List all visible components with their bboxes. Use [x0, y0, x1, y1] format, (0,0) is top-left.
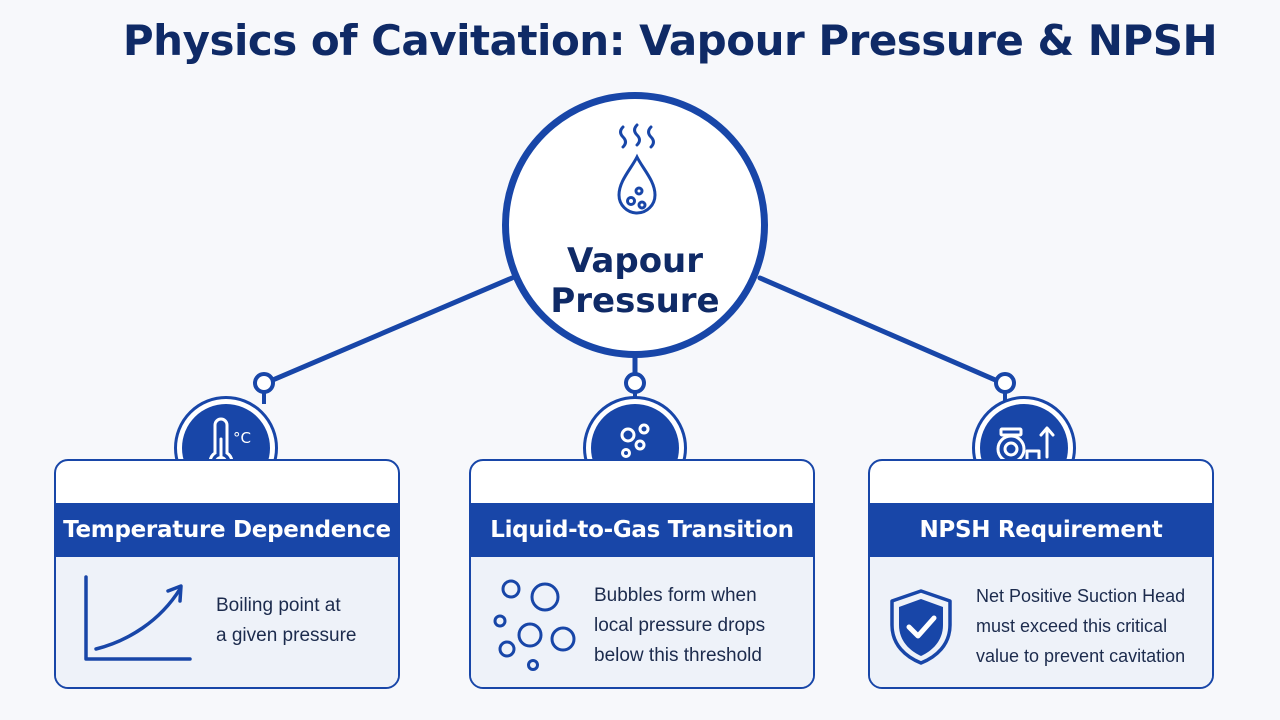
- rising-curve-graph-icon: [80, 571, 196, 671]
- hub-label-line2: Pressure: [550, 281, 720, 321]
- bubbles-icon: [483, 573, 583, 677]
- card-text-line: local pressure drops: [594, 615, 766, 636]
- connector-node-center: [624, 372, 646, 394]
- card-title: Liquid-to-Gas Transition: [471, 503, 813, 557]
- connector-node-right: [994, 372, 1016, 394]
- card-text-line: must exceed this critical: [976, 616, 1168, 636]
- card-text-line: Bubbles form when: [594, 585, 757, 606]
- hub-label-line1: Vapour: [566, 241, 704, 281]
- page-title: Physics of Cavitation: Vapour Pressure &…: [122, 16, 1218, 65]
- card-title: NPSH Requirement: [870, 503, 1212, 557]
- connector-right: [757, 275, 1003, 385]
- water-drop-steam-icon: [605, 121, 669, 225]
- card-temperature-dependence: Temperature Dependence Boiling point at …: [54, 459, 400, 689]
- connector-left: [265, 275, 515, 385]
- card-text-line: a given pressure: [216, 625, 357, 646]
- card-title: Temperature Dependence: [56, 503, 398, 557]
- shield-check-icon: [886, 587, 956, 671]
- card-liquid-to-gas-transition: Liquid-to-Gas Transition Bubbles form wh…: [469, 459, 815, 689]
- card-npsh-requirement: NPSH Requirement Net Positive Suction He…: [868, 459, 1214, 689]
- celsius-unit: °C: [233, 429, 251, 447]
- card-text-line: Net Positive Suction Head: [976, 586, 1186, 606]
- connector-node-left: [253, 372, 275, 394]
- card-text-line: below this threshold: [594, 645, 762, 666]
- vapour-pressure-hub: Vapour Pressure: [502, 92, 768, 358]
- card-text-line: Boiling point at: [216, 595, 341, 616]
- card-text-line: value to prevent cavitation: [976, 646, 1186, 666]
